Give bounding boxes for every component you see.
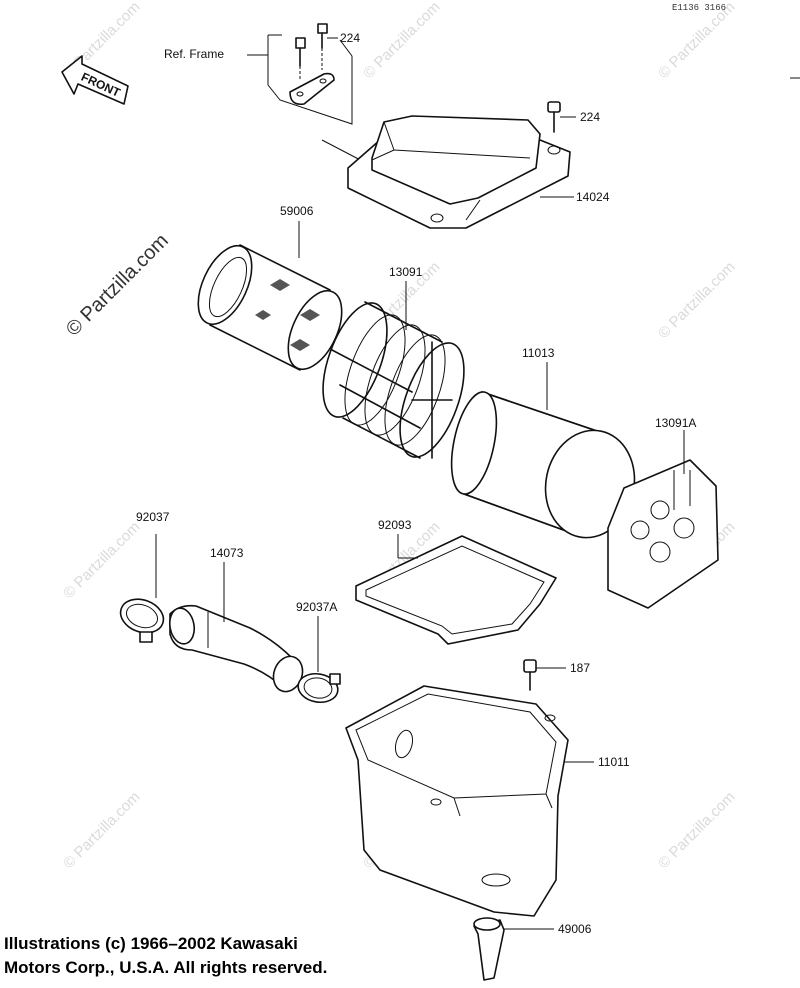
intake-duct	[168, 562, 304, 693]
callout-224-top: 224	[340, 31, 361, 45]
front-arrow-icon: FRONT	[61, 55, 129, 105]
bolt-224	[547, 101, 576, 133]
callout-11013: 11013	[522, 346, 555, 360]
sheet-code: E1136 3166	[672, 3, 727, 13]
back-plate	[607, 430, 719, 609]
clamp-92037A	[297, 616, 341, 704]
air-cleaner-case	[345, 685, 594, 917]
callout-11011: 11011	[598, 755, 630, 769]
copyright-line-2: Motors Corp., U.S.A. All rights reserved…	[4, 958, 328, 977]
drain-plug	[473, 917, 554, 981]
callout-49006: 49006	[558, 922, 592, 936]
callout-13091A: 13091A	[655, 416, 697, 430]
callout-224-right: 224	[580, 110, 601, 124]
callout-13091: 13091	[389, 265, 423, 279]
callout-92037: 92037	[136, 510, 170, 524]
callout-92093: 92093	[378, 518, 412, 532]
clamp-92037	[119, 534, 165, 643]
copyright-notice: Illustrations (c) 1966–2002 Kawasaki Mot…	[4, 932, 327, 980]
air-cleaner-cover	[321, 115, 574, 229]
bolt-187	[523, 659, 566, 691]
filter-cage	[322, 281, 465, 459]
callout-59006: 59006	[280, 204, 314, 218]
gasket	[355, 534, 557, 645]
copyright-line-1: Illustrations (c) 1966–2002 Kawasaki	[4, 934, 298, 953]
outer-filter-element	[197, 221, 343, 371]
callout-187: 187	[570, 661, 591, 675]
ref-frame-label: Ref. Frame	[164, 47, 225, 61]
callout-14024: 14024	[576, 190, 610, 204]
ref-frame-detail	[247, 23, 353, 125]
callout-14073: 14073	[210, 546, 244, 560]
callout-92037A: 92037A	[296, 600, 338, 614]
inner-filter-element	[450, 362, 636, 539]
